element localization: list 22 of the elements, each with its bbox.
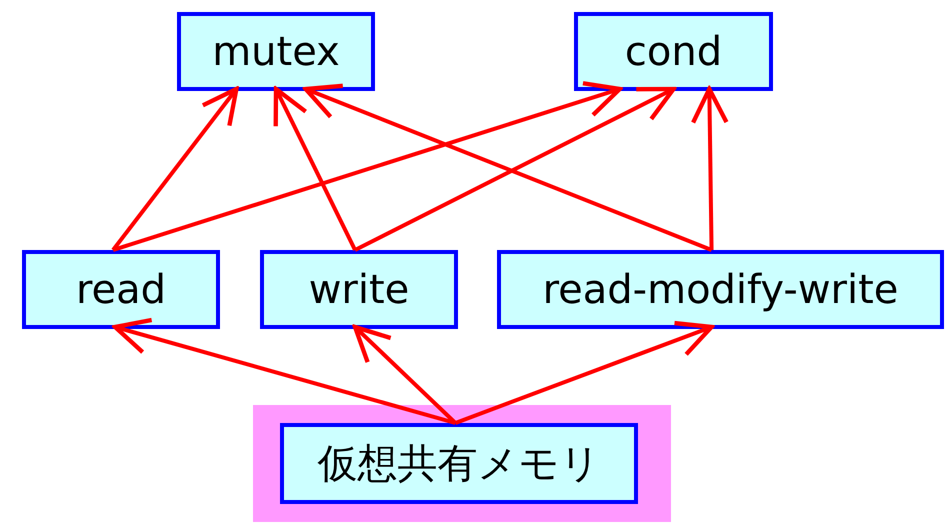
box-label: read-modify-write: [542, 270, 898, 310]
label-box: [260, 250, 458, 329]
label-box: [22, 250, 220, 329]
box-label: cond: [624, 32, 722, 72]
box-label: mutex: [212, 32, 340, 72]
label-box: [280, 423, 638, 504]
arrow: [274, 86, 357, 251]
arrow: [112, 86, 239, 252]
arrow: [112, 318, 456, 425]
label-box: [177, 12, 375, 91]
box-label: write: [308, 270, 410, 310]
arrow: [304, 84, 712, 252]
label-box: [497, 250, 944, 329]
box-label: read: [76, 270, 166, 310]
arrow: [352, 324, 457, 424]
arrow: [454, 320, 714, 425]
arrow: [354, 86, 676, 252]
label-box: [574, 12, 773, 91]
arrow: [112, 81, 622, 252]
arrow: [690, 86, 729, 250]
box-label: 仮想共有メモリ: [318, 444, 600, 484]
background-band: [253, 405, 671, 522]
